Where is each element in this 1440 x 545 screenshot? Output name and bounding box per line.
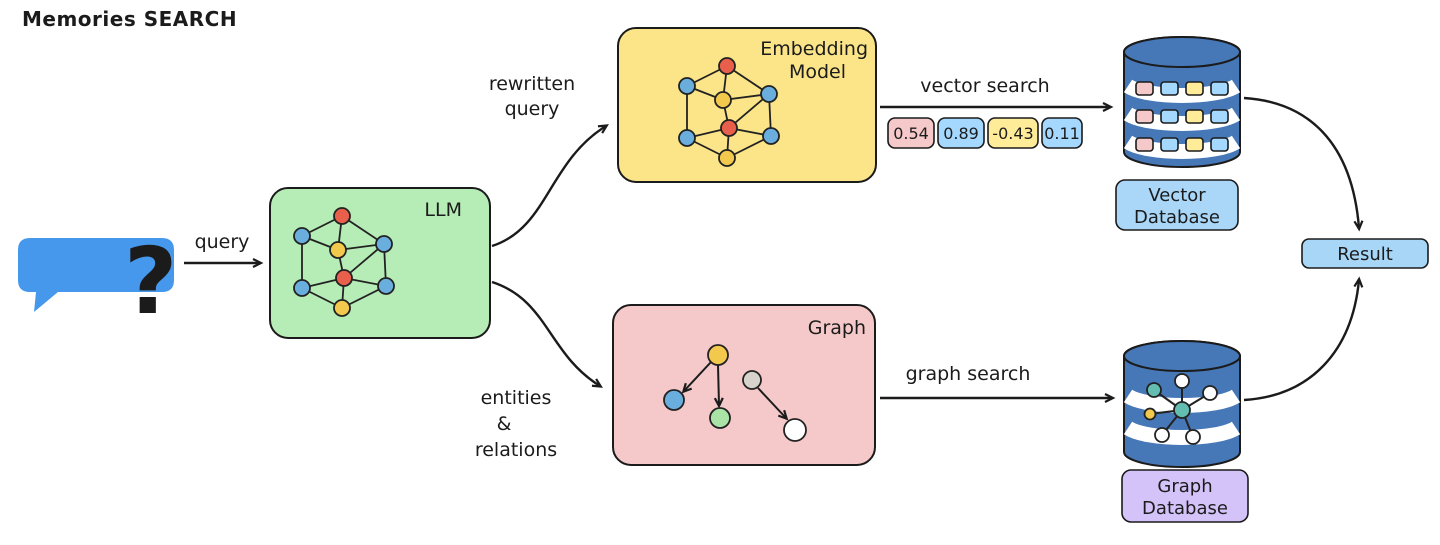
graph-db-badge-shape [1121, 469, 1249, 523]
llm-box-label: LLM [424, 199, 462, 221]
result-label: Result [1337, 244, 1393, 265]
page-title: Memories SEARCH [22, 7, 237, 31]
vector-chip-1-value: 0.54 [893, 124, 929, 143]
vector-database-icon [1123, 36, 1241, 168]
graph-box: Graph [612, 304, 876, 466]
vector-chip-2-value: 0.89 [943, 124, 979, 143]
result-box-shape [1301, 238, 1429, 269]
rewritten-query-label-line1: rewritten [489, 73, 575, 95]
embedding-label-line1: Embedding [760, 38, 868, 60]
graph-db-top [1123, 340, 1241, 372]
vector-db-to-result-arrow [1243, 96, 1364, 232]
rewritten-query-arrow [491, 124, 609, 248]
entities-label-line1: entities [481, 387, 552, 409]
result-box: Result [1301, 238, 1429, 269]
vector-database-badge: Vector Database [1115, 179, 1239, 231]
graph-db-badge-line2: Database [1142, 498, 1228, 519]
vector-db-chips [1135, 81, 1229, 152]
embedding-model-box: Embedding Model [617, 27, 877, 183]
graph-db-to-result-arrow [1243, 276, 1364, 402]
entities-label-line2: & [497, 413, 512, 435]
graph-database-badge: Graph Database [1121, 469, 1249, 523]
graph-icon [663, 344, 807, 442]
vector-chip-4-value: 0.11 [1044, 124, 1080, 143]
chat-bubble-icon: ? [18, 228, 177, 335]
graph-db-badge-line1: Graph [1157, 476, 1212, 497]
query-label: query [195, 231, 250, 253]
graph-box-label: Graph [808, 317, 866, 339]
graph-database-icon [1123, 340, 1241, 468]
chat-bubble-shape [18, 238, 174, 312]
embedding-label-line2: Model [789, 61, 846, 83]
vector-db-top [1123, 36, 1241, 68]
rewritten-query-label-line2: query [505, 98, 560, 120]
vector-chip-4 [1041, 117, 1083, 149]
vector-chip-3-value: -0.43 [992, 124, 1033, 143]
vector-db-badge-line1: Vector [1148, 185, 1206, 206]
vector-db-badge-line2: Database [1134, 207, 1220, 228]
llm-box: LLM [269, 187, 491, 339]
question-mark-icon: ? [124, 228, 177, 335]
vector-chip-1 [887, 117, 935, 149]
vector-values: 0.54 0.89 -0.43 0.11 [887, 117, 1083, 149]
graph-db-network-icon [1143, 373, 1218, 445]
vector-chip-2 [937, 117, 985, 149]
entities-label-line3: relations [475, 439, 557, 461]
entities-relations-arrow [491, 280, 603, 388]
vector-db-badge-shape [1115, 179, 1239, 231]
vector-search-label: vector search [920, 75, 1049, 97]
vector-chip-3 [987, 117, 1039, 149]
graph-search-label: graph search [906, 363, 1031, 385]
